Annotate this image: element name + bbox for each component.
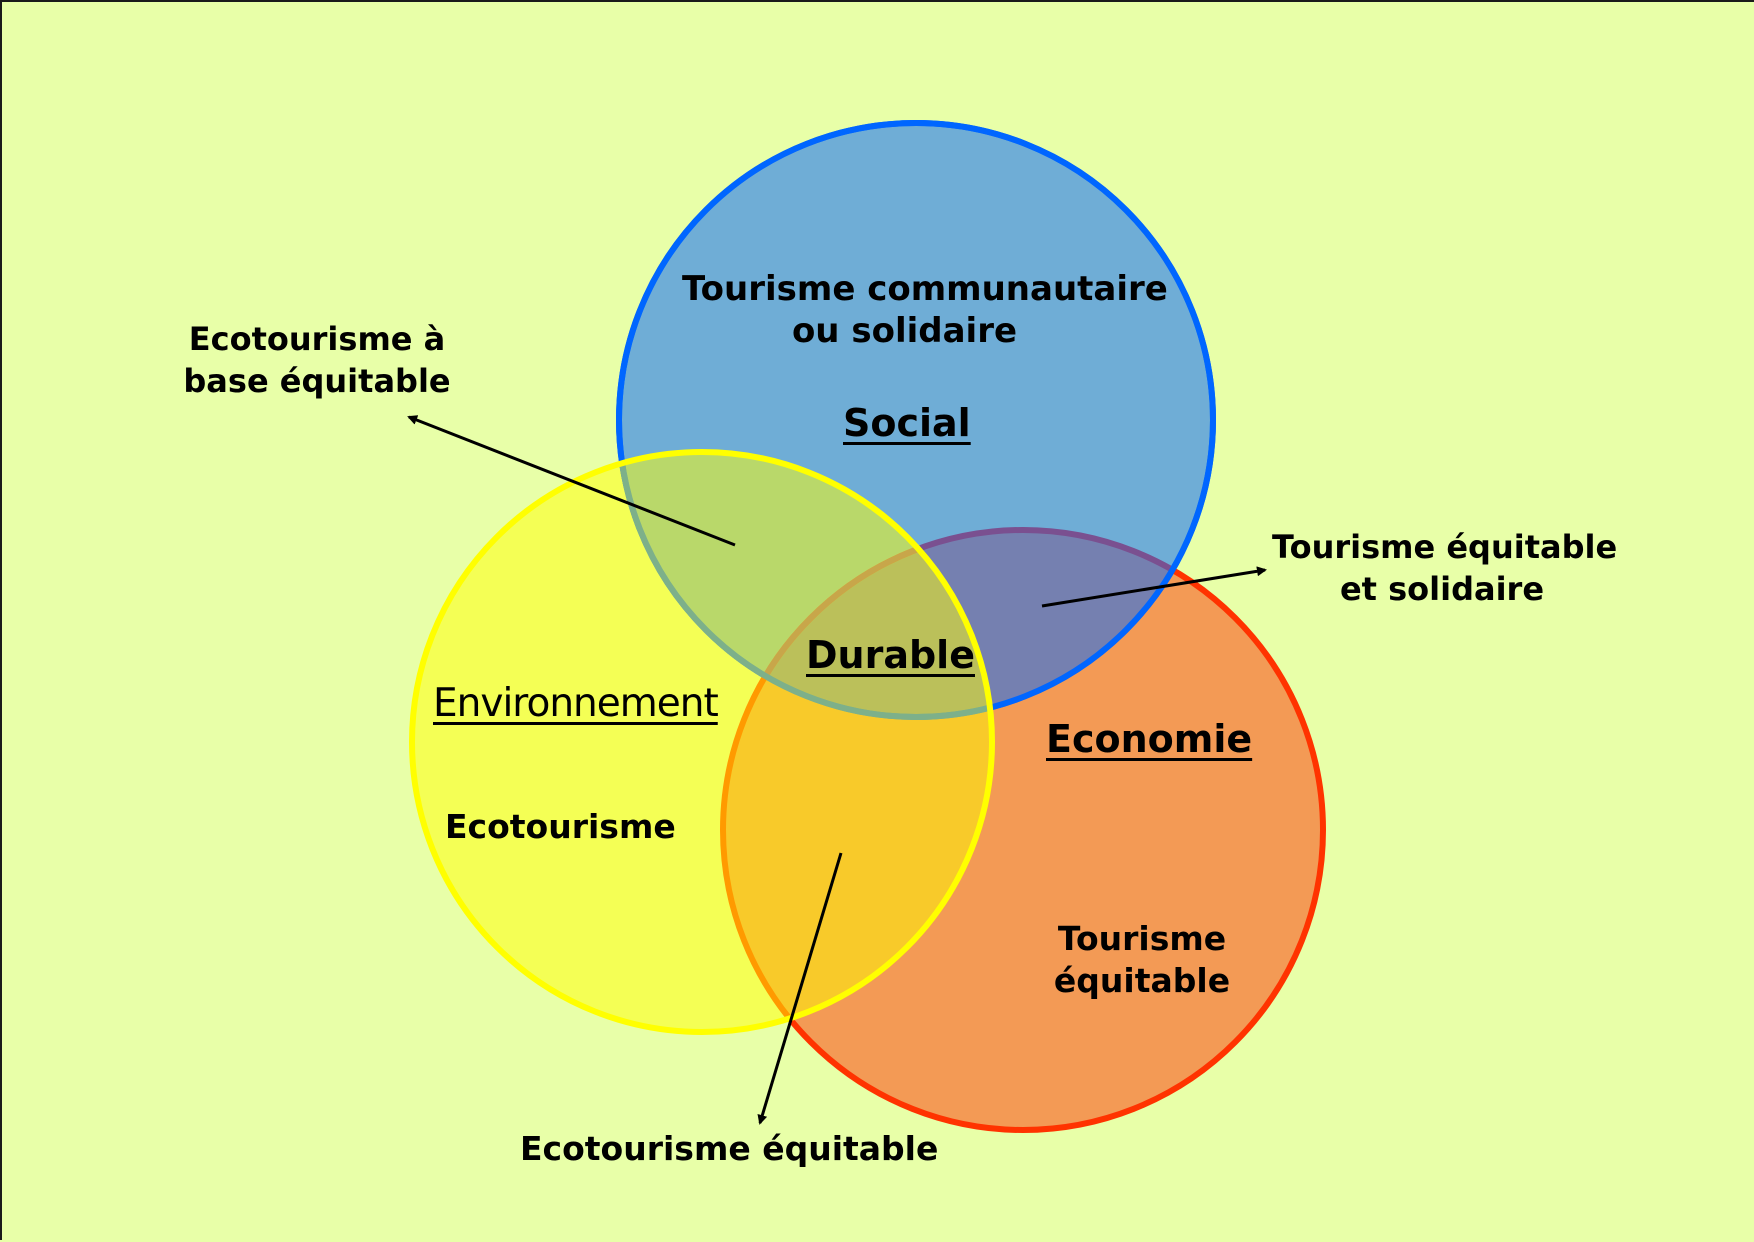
environnement-content-text: Ecotourisme xyxy=(445,807,676,846)
durable-title: Durable xyxy=(806,633,975,677)
arrow-ecotourisme-base-equitable xyxy=(407,415,736,547)
economie-title: Economie xyxy=(1046,717,1253,761)
arrow-tourisme-equitable-solidaire xyxy=(1041,566,1267,608)
economie-content-text: Tourisme équitable xyxy=(1053,919,1231,1000)
social-content-text: Tourisme communautaire ou solidaire xyxy=(682,269,1168,351)
social-title: Social xyxy=(843,401,971,445)
environnement-title: Environnement xyxy=(433,681,719,726)
ecotourisme-equitable-label: Ecotourisme équitable xyxy=(520,1129,939,1168)
ecotourisme-base-equitable-label: Ecotourisme à base équitable xyxy=(183,320,451,400)
arrow-ecotourisme-equitable xyxy=(757,852,843,1125)
tourisme-equitable-solidaire-label: Tourisme équitable et solidaire xyxy=(1272,528,1618,608)
